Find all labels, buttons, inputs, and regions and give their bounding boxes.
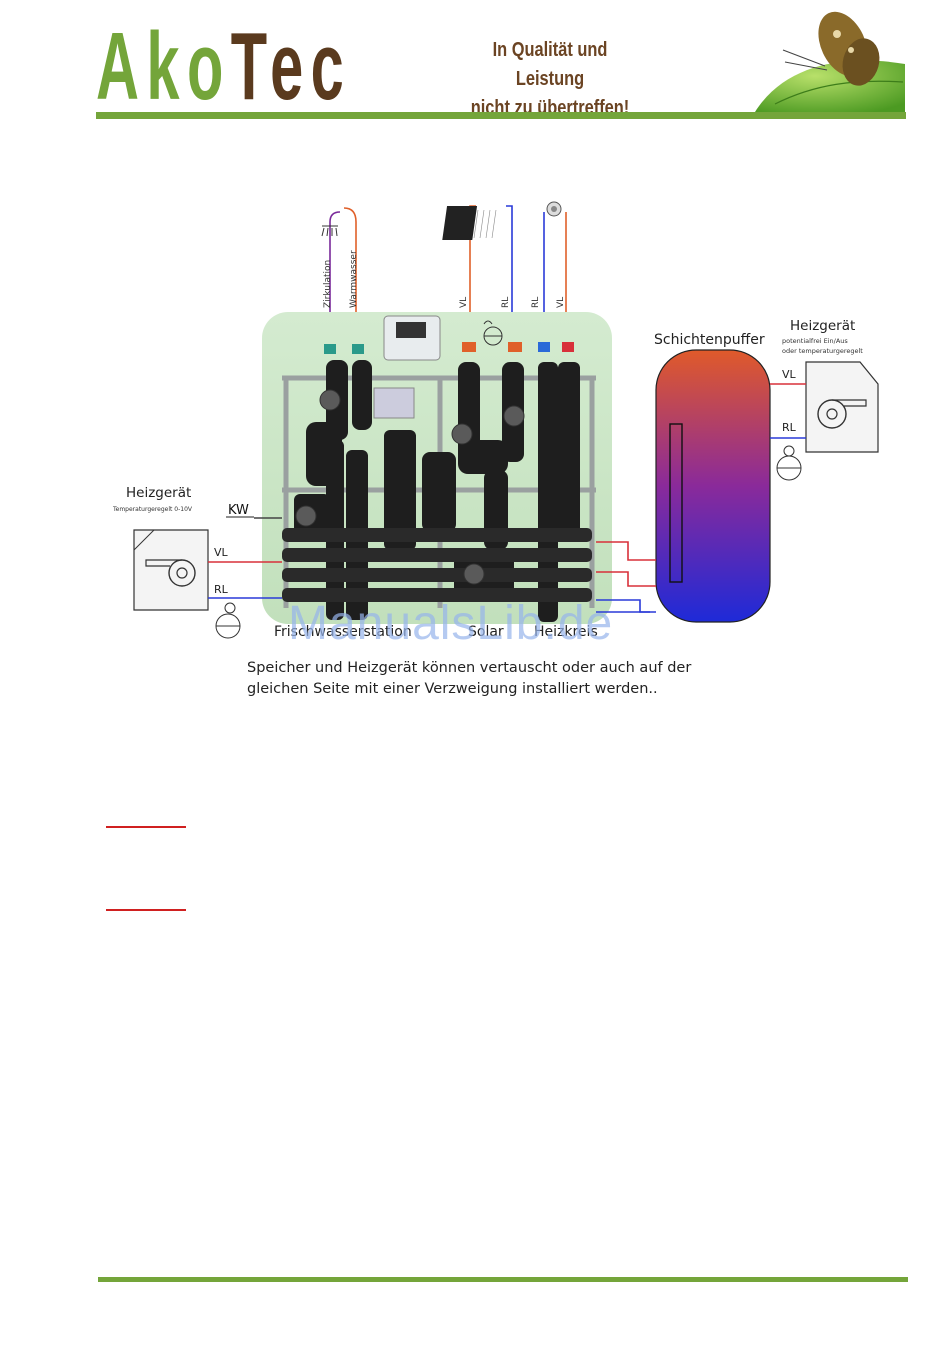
label-heizkreis-vl: VL	[556, 297, 566, 308]
left-rl-label: RL	[214, 583, 229, 596]
pump-symbol-icon	[483, 320, 503, 346]
watermark: ManualsLib.de	[288, 597, 614, 650]
diagram-caption: Speicher und Heizgerät können vertauscht…	[247, 658, 707, 700]
caption-line-2: gleichen Seite mit einer Verzweigung ins…	[247, 681, 658, 697]
logo-text-tec: Tec	[230, 13, 352, 120]
heizgeraet-right-sub2: oder temperaturgeregelt	[782, 347, 863, 355]
label-kw: KW	[228, 503, 249, 518]
label-solar-rl: RL	[501, 297, 511, 308]
label-solar-vl: VL	[459, 297, 469, 308]
footer-divider	[98, 1277, 908, 1282]
butterfly-leaf-icon	[755, 11, 905, 112]
red-marker-2	[106, 909, 186, 911]
label-heizkreis-rl: RL	[531, 297, 541, 308]
shower-icon	[321, 225, 338, 237]
label-warmwasser: Warmwasser	[349, 250, 359, 308]
label-solar: Solar	[468, 624, 504, 640]
caption-line-1: Speicher und Heizgerät können vertauscht…	[247, 660, 692, 676]
heizgeraet-left-title: Heizgerät	[126, 485, 191, 501]
right-rl-label: RL	[782, 421, 797, 434]
label-zirkulation: Zirkulation	[323, 260, 333, 308]
left-vl-label: VL	[214, 546, 229, 559]
schichtenpuffer-label: Schichtenpuffer	[654, 332, 765, 348]
pump-symbol-left-icon	[215, 602, 241, 639]
solar-collector-icon	[442, 206, 497, 240]
heizgeraet-right-sub1: potentialfrei Ein/Aus	[782, 337, 848, 345]
heizgeraet-right-title: Heizgerät	[790, 318, 855, 334]
heizgeraet-left-sub: Temperaturgeregelt 0-10V	[112, 506, 193, 513]
red-marker-1	[106, 826, 186, 828]
installation-diagram: Zirkulation Warmwasser VL RL RL VL Heizg…	[112, 201, 879, 640]
pump-symbol-right-icon	[776, 445, 802, 481]
right-vl-label: VL	[782, 368, 797, 381]
logo-text-ako: Ako	[96, 13, 231, 120]
heating-circuit-icon	[546, 201, 562, 217]
header-divider	[96, 112, 906, 119]
heater-right-icon	[805, 361, 879, 453]
slogan-line-1: In Qualität und Leistung	[492, 39, 608, 90]
label-frischwasserstation: Frischwasserstation	[274, 624, 412, 640]
heater-left-icon	[133, 529, 209, 611]
label-heizkreis: Heizkreis	[534, 624, 598, 640]
buffer-tank	[655, 349, 771, 623]
